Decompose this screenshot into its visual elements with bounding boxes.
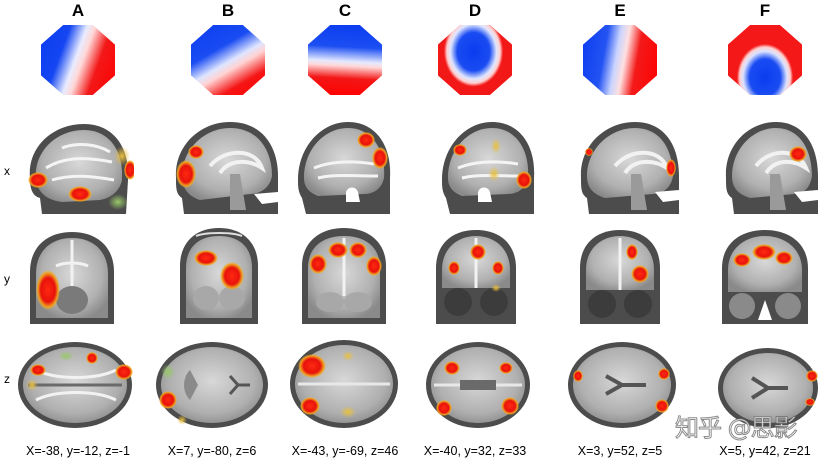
coordinate-label-a: X=-38, y=-12, z=-1 [26, 444, 130, 458]
sagittal-slice-c [294, 118, 394, 216]
column-label-e: E [614, 1, 626, 20]
topography-map-a [41, 25, 115, 95]
coronal-slice-c [298, 226, 390, 326]
coronal-slice-b [176, 226, 262, 326]
column-label-b: B [221, 1, 235, 20]
topography-map-b [191, 25, 265, 95]
axial-slice-e [566, 340, 678, 430]
coronal-slice-e [576, 228, 664, 326]
coordinate-label-e: X=3, y=52, z=5 [577, 444, 663, 458]
axial-slice-f [716, 346, 820, 430]
column-label-d: D [468, 1, 482, 20]
column-label-f: F [759, 1, 771, 20]
coronal-slice-f [718, 228, 812, 326]
row-label-x: x [4, 164, 10, 178]
axial-slice-c [288, 338, 400, 430]
topography-map-e [583, 25, 657, 95]
coronal-slice-d [432, 228, 520, 326]
coordinate-label-f: X=5, y=42, z=21 [719, 444, 811, 458]
topography-map-f [728, 25, 802, 95]
topography-map-c [308, 25, 382, 95]
row-label-z: z [4, 372, 10, 386]
sagittal-slice-e [575, 118, 685, 216]
column-label-a: A [71, 1, 85, 20]
sagittal-slice-a [22, 118, 134, 216]
axial-slice-a [16, 340, 134, 430]
sagittal-slice-b [170, 118, 282, 216]
coordinate-label-b: X=7, y=-80, z=6 [167, 444, 257, 458]
coordinate-label-c: X=-43, y=-69, z=46 [291, 444, 399, 458]
sagittal-slice-f [720, 118, 820, 216]
axial-slice-d [424, 340, 532, 430]
column-label-c: C [338, 1, 352, 20]
sagittal-slice-d [438, 118, 538, 216]
axial-slice-b [154, 340, 270, 430]
watermark: 知乎 @思影 [675, 414, 799, 443]
topography-map-d [438, 25, 512, 95]
row-label-y: y [4, 272, 10, 286]
coronal-slice-a [26, 228, 118, 326]
coordinate-label-d: X=-40, y=32, z=33 [423, 444, 527, 458]
